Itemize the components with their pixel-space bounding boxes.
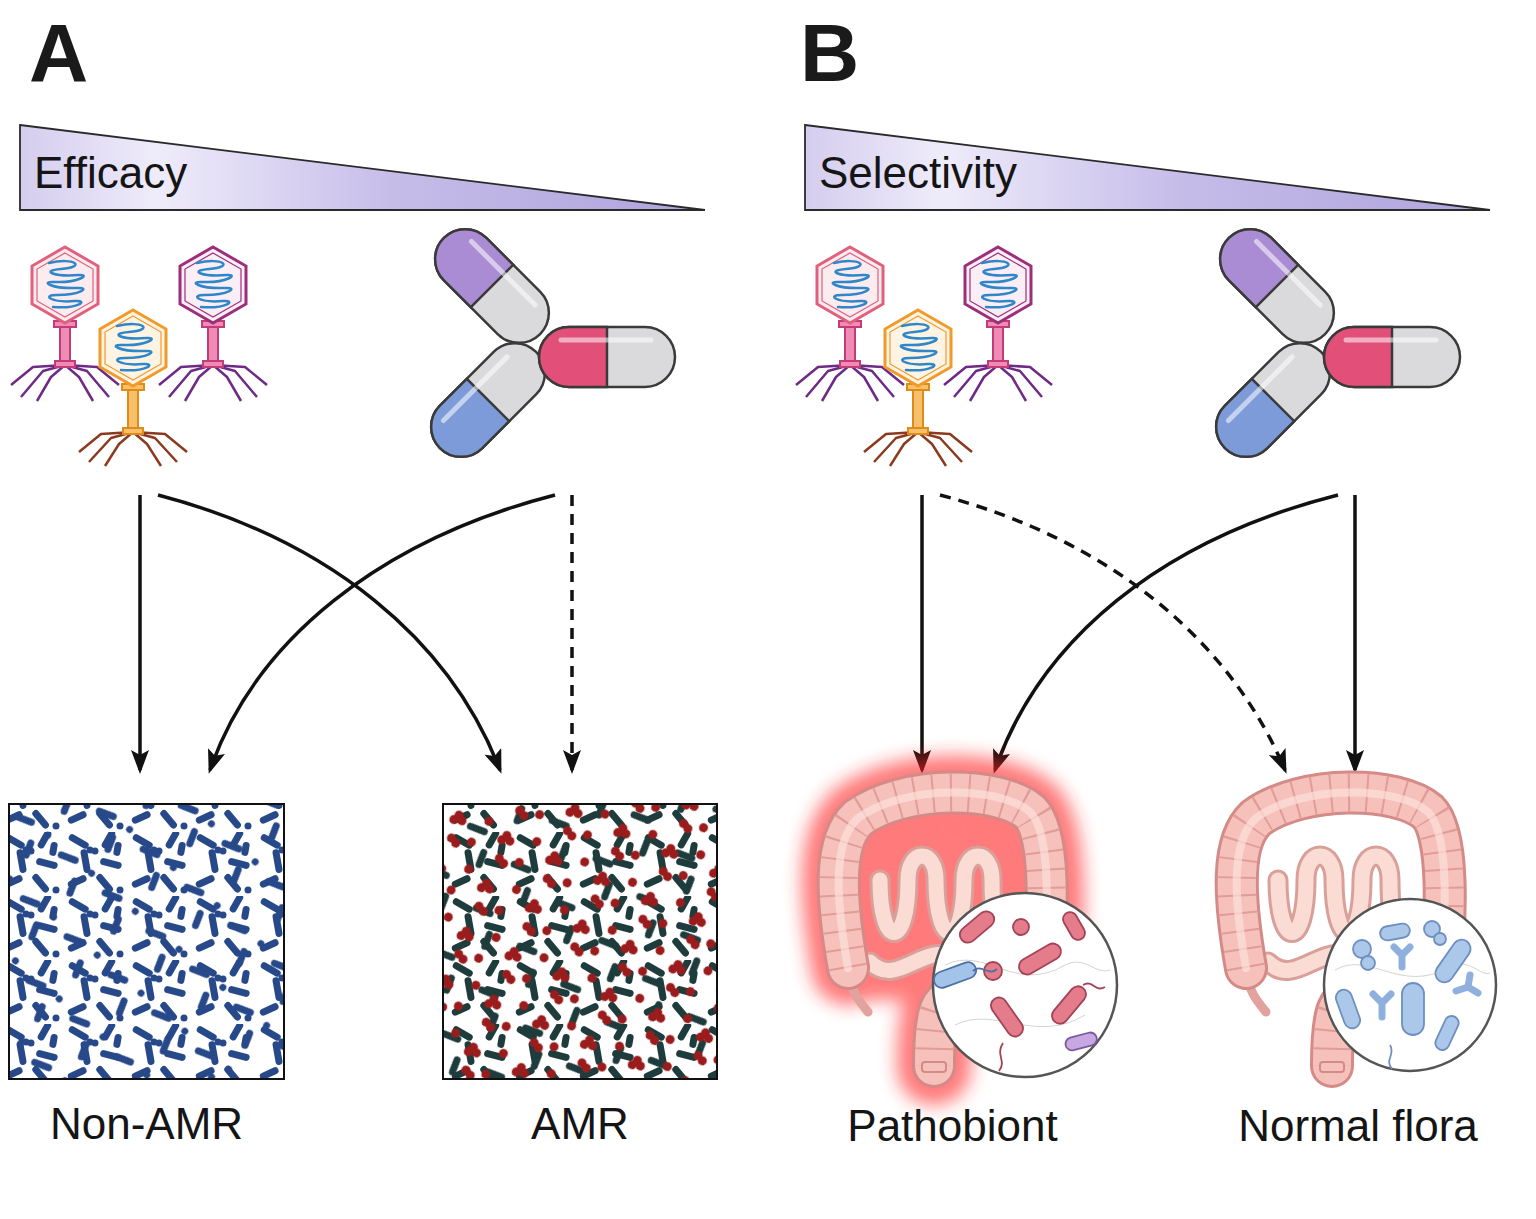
arrow <box>920 495 924 770</box>
bacteria-panel: AMR <box>442 803 718 1080</box>
dashed-arrow <box>570 495 574 770</box>
phage-head-inner <box>37 253 93 317</box>
phage-legs <box>11 365 119 401</box>
phage-cluster <box>11 247 267 466</box>
phage-tail <box>128 384 138 432</box>
arrows <box>140 495 1355 770</box>
capsule <box>419 331 558 470</box>
phage-dna <box>48 261 84 307</box>
phage-head <box>32 247 98 323</box>
phage-legs <box>159 365 267 401</box>
bacteria-field <box>9 804 284 1079</box>
phage <box>159 247 267 401</box>
arrow <box>210 495 555 770</box>
microbe-inset <box>932 893 1117 1077</box>
intestine-panel: Normal flora <box>1205 780 1511 1080</box>
intestine-panel: Pathobiont <box>795 780 1110 1080</box>
flagellum <box>1389 1045 1392 1069</box>
panel-caption: AMR <box>354 1098 806 1151</box>
wedge-triangle <box>805 125 1490 210</box>
phage-legs <box>79 432 187 466</box>
microbe-inset <box>1324 899 1496 1071</box>
phage-dna <box>116 324 152 370</box>
capsule <box>423 217 562 356</box>
phage-baseplate <box>55 361 75 367</box>
inset-circle <box>933 893 1117 1077</box>
panel-letter: A <box>29 12 88 94</box>
panel-caption: Pathobiont <box>705 1100 1200 1153</box>
phage-head <box>100 310 166 386</box>
panel-caption: Normal flora <box>1115 1100 1536 1153</box>
phage <box>79 310 187 466</box>
axis-label: Selectivity <box>819 147 1017 200</box>
phage-baseplate <box>203 361 223 367</box>
dashed-arrow <box>940 495 1285 770</box>
phage-head <box>180 247 246 323</box>
phage-dna <box>196 261 232 307</box>
pathobionts <box>957 908 1105 1071</box>
phage-cluster <box>796 247 1052 466</box>
wedge-triangle <box>20 125 705 210</box>
commensal-rods <box>1334 921 1474 1052</box>
phage <box>11 247 119 401</box>
panel-caption: Non-AMR <box>0 1098 373 1151</box>
phage-baseplate <box>123 428 143 434</box>
phage-head-inner <box>105 316 161 380</box>
arrow <box>138 495 142 770</box>
bacteria-field <box>443 804 717 1079</box>
microbe <box>1064 1031 1098 1052</box>
arrow <box>995 495 1338 770</box>
panel-letter: B <box>800 12 859 94</box>
gradient-wedge: Selectivity <box>805 125 1490 210</box>
intestine <box>839 792 1047 1072</box>
commensal-rod <box>932 960 997 990</box>
bacteria-panel: Non-AMR <box>8 803 285 1080</box>
rectum-end <box>922 1062 946 1072</box>
capsule <box>539 327 675 387</box>
antibiotic-capsules <box>1204 217 1460 470</box>
axis-label: Efficacy <box>34 147 187 200</box>
inset-circle <box>1324 899 1496 1071</box>
arrow <box>1353 495 1357 770</box>
antibiotic-capsules <box>419 217 675 470</box>
arrow <box>158 495 500 770</box>
bifid-bacteria <box>1373 947 1478 1017</box>
gradient-wedge: Efficacy <box>20 125 705 210</box>
phage-head-inner <box>185 253 241 317</box>
